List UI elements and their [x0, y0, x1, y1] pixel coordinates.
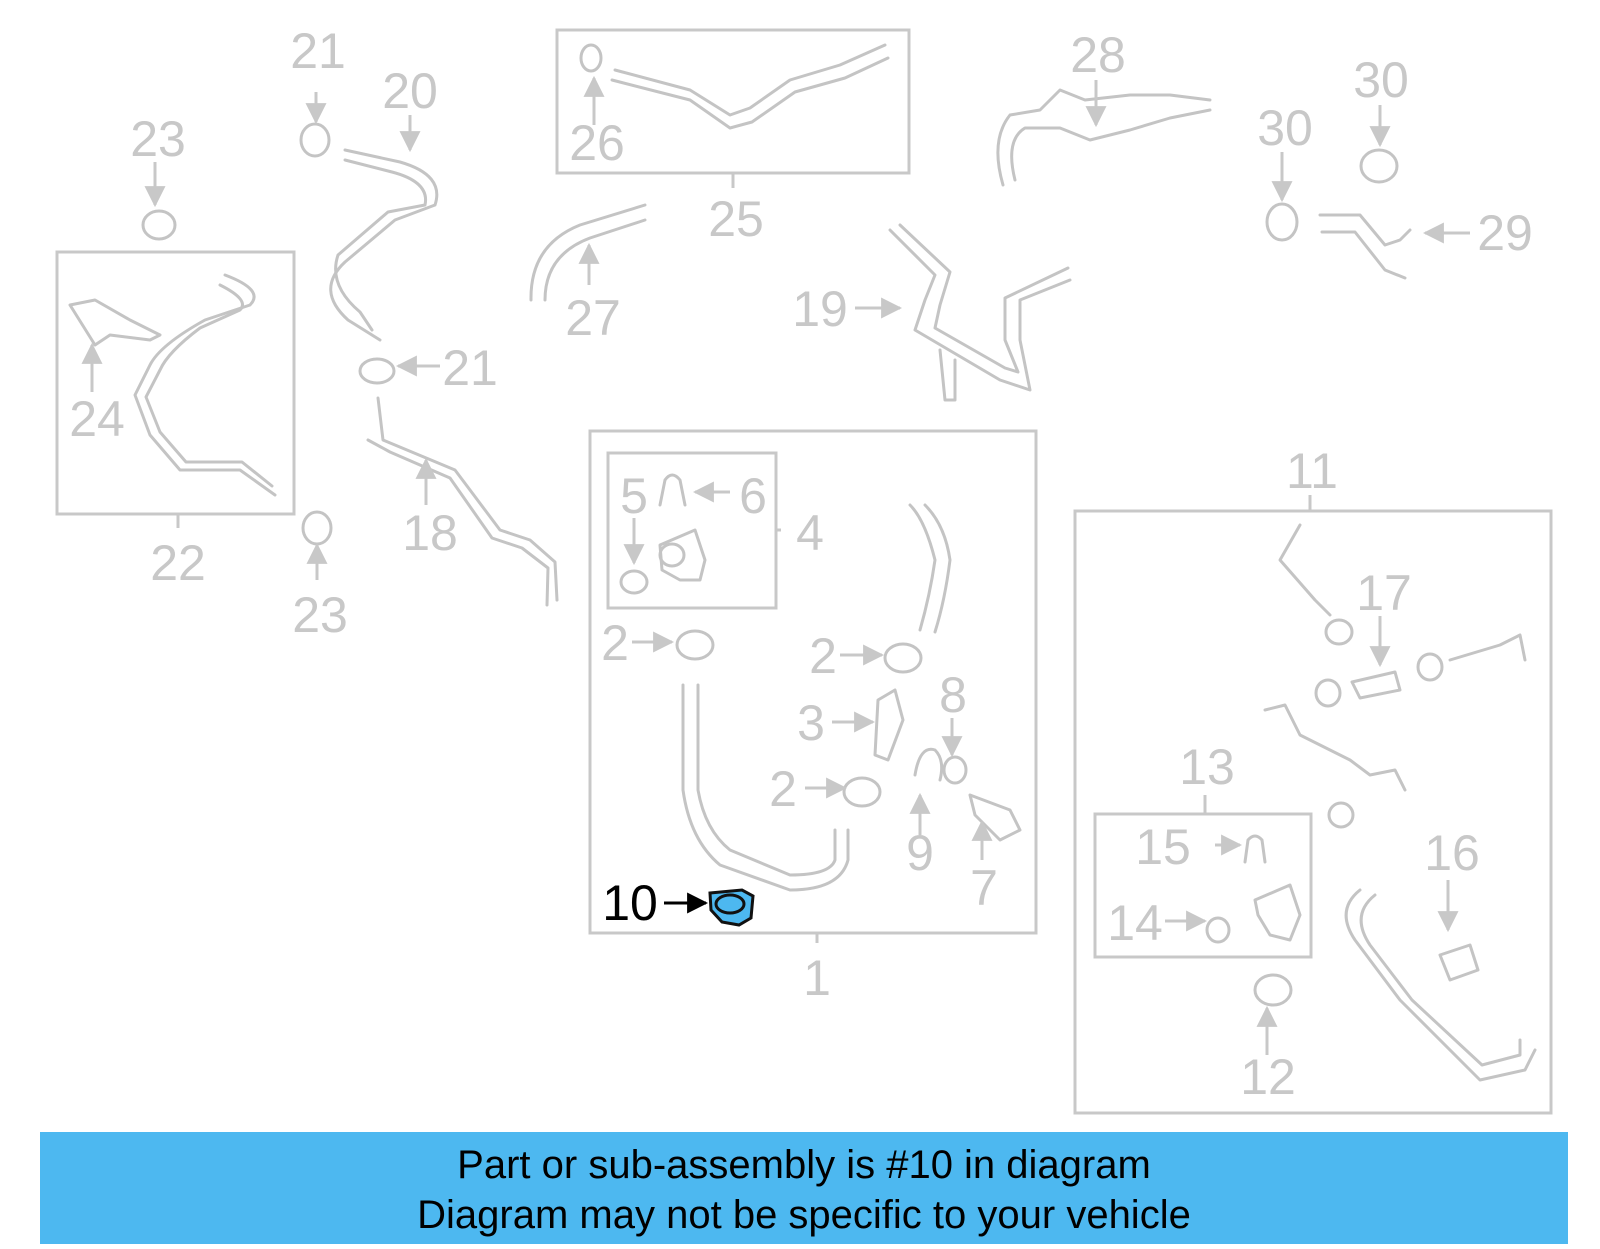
clip-6 — [658, 473, 687, 507]
clamp-2-a — [675, 629, 715, 661]
group-box-11 — [1073, 509, 1553, 1115]
bracket-24 — [68, 298, 162, 347]
label-9: 9 — [906, 825, 934, 881]
label-21-top: 21 — [290, 23, 346, 79]
clamp-16 — [1438, 943, 1480, 982]
label-27: 27 — [565, 290, 621, 346]
label-12: 12 — [1240, 1049, 1296, 1105]
clamp-12 — [1253, 973, 1293, 1007]
clamp-13-a — [1327, 801, 1355, 829]
label-6: 6 — [739, 468, 767, 524]
seal-8 — [942, 755, 968, 785]
pipe-25 — [613, 43, 887, 117]
clamp-17-c — [1416, 652, 1444, 682]
label-20: 20 — [382, 63, 438, 119]
pipe-11 — [1278, 523, 1332, 617]
hose-1-upper — [908, 503, 937, 632]
hose-28 — [996, 88, 1212, 187]
label-28: 28 — [1070, 27, 1126, 83]
group-box-22 — [55, 250, 296, 516]
label-13: 13 — [1179, 739, 1235, 795]
clamp-21-bottom — [358, 357, 396, 385]
group-box-1 — [588, 429, 1038, 935]
label-16: 16 — [1424, 825, 1480, 881]
hose-29 — [1318, 213, 1412, 247]
label-10[interactable]: 10 — [602, 875, 658, 931]
hose-16 — [1344, 888, 1537, 1082]
clamp-30-left — [1265, 202, 1299, 242]
oring-14 — [1205, 916, 1231, 944]
clip-9 — [913, 747, 944, 782]
tee-17 — [1350, 670, 1402, 700]
label-23-bottom: 23 — [292, 587, 348, 643]
label-1: 1 — [803, 950, 831, 1006]
label-7: 7 — [970, 860, 998, 916]
clamp-17-a — [1324, 618, 1354, 646]
clamp-2-b — [883, 642, 923, 674]
clamp-17-b — [1314, 678, 1342, 708]
label-4: 4 — [796, 505, 824, 561]
pipe-18 — [376, 396, 559, 602]
clamp-21-top — [299, 122, 331, 158]
clamp-30-right — [1359, 148, 1399, 184]
label-3: 3 — [797, 695, 825, 751]
flange-4 — [658, 528, 707, 582]
label-30-left: 30 — [1257, 100, 1313, 156]
group-box-13 — [1093, 812, 1313, 959]
hose-1-lower — [681, 683, 850, 892]
label-21-bottom: 21 — [442, 340, 498, 396]
hose-22 — [133, 273, 277, 497]
hose-19 — [888, 228, 1072, 392]
label-8: 8 — [939, 667, 967, 723]
clip-15 — [1243, 834, 1267, 864]
label-2-c: 2 — [769, 761, 797, 817]
label-17: 17 — [1356, 565, 1412, 621]
label-15: 15 — [1135, 819, 1191, 875]
label-2-a: 2 — [601, 615, 629, 671]
info-banner: Part or sub-assembly is #10 in diagram D… — [40, 1132, 1568, 1244]
banner-line-2: Diagram may not be specific to your vehi… — [417, 1193, 1191, 1237]
label-2-b: 2 — [809, 628, 837, 684]
label-14: 14 — [1107, 895, 1163, 951]
hose-17 — [1448, 633, 1527, 662]
sensor-7 — [968, 793, 1022, 842]
label-24: 24 — [69, 391, 125, 447]
clamp-10-highlighted[interactable] — [708, 888, 755, 927]
label-26: 26 — [569, 115, 625, 171]
label-23-top: 23 — [130, 111, 186, 167]
clamp-23-top — [141, 209, 177, 241]
pipe-13-upper — [1263, 703, 1407, 792]
label-5: 5 — [620, 468, 648, 524]
label-29: 29 — [1477, 205, 1533, 261]
banner-line-1: Part or sub-assembly is #10 in diagram — [457, 1143, 1151, 1187]
clamp-23-bottom — [301, 510, 333, 546]
oring-5 — [619, 569, 649, 595]
flange-13 — [1253, 883, 1302, 942]
label-25: 25 — [708, 191, 764, 247]
label-18: 18 — [402, 505, 458, 561]
label-19: 19 — [792, 281, 848, 337]
tee-3 — [873, 688, 905, 762]
label-11: 11 — [1286, 443, 1338, 499]
hose-27 — [529, 203, 647, 302]
oring-26 — [579, 43, 603, 73]
label-30-right: 30 — [1353, 52, 1409, 108]
hose-20 — [329, 148, 439, 342]
clamp-2-c — [842, 776, 882, 808]
label-22: 22 — [150, 535, 206, 591]
